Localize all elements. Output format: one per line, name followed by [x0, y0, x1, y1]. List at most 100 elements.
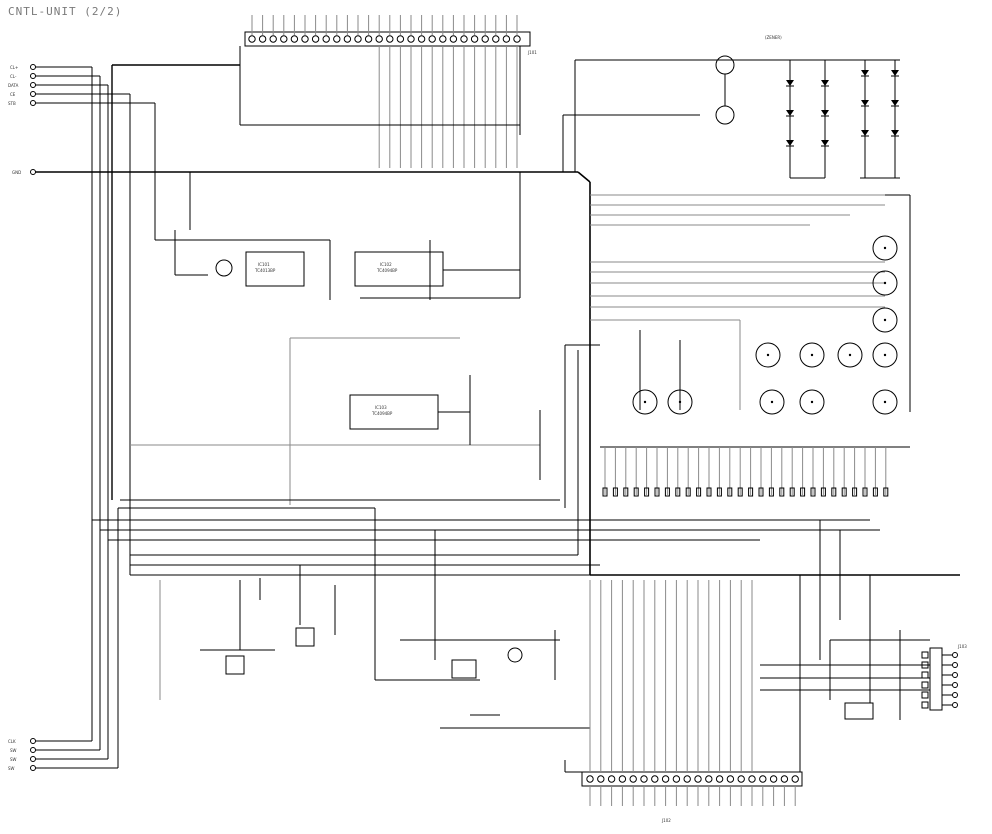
- connector-pin: [513, 35, 521, 43]
- left-terminal-label: SW: [10, 757, 17, 762]
- top-connector-j101: J101: [239, 15, 537, 168]
- ic-part: TC4094BP: [376, 268, 398, 273]
- diode-symbol: [921, 651, 929, 659]
- left-terminal-label: CE: [10, 92, 16, 97]
- resistor-body: [675, 487, 681, 497]
- led-symbol: [821, 110, 829, 116]
- connector-pin: [952, 702, 958, 708]
- connector-pin: [386, 35, 394, 43]
- resistor-body: [800, 487, 806, 497]
- connector-pin: [661, 775, 670, 783]
- ic-part: TC4013BP: [254, 268, 276, 273]
- resistor-body: [727, 487, 733, 497]
- bottom-middle-circuit: [375, 530, 590, 729]
- left-vertical-bus: [91, 64, 240, 768]
- connector-pin: [449, 35, 458, 43]
- resistor-body: [716, 487, 722, 497]
- left-terminal-label: CL+: [10, 65, 18, 70]
- left-terminal: CL+: [10, 64, 92, 70]
- connector-pin: [952, 682, 958, 688]
- switch-ring: [872, 389, 898, 415]
- connector-pin: [333, 35, 341, 43]
- left-terminal: CL-: [10, 73, 100, 79]
- led-symbol: [861, 100, 869, 106]
- switch-center: [810, 400, 814, 404]
- connector-pin: [407, 35, 415, 43]
- left-terminal-block-top: CL+ CL- DATA CE STB: [8, 64, 155, 106]
- left-terminal: CE: [10, 91, 130, 97]
- switch-ring: [755, 342, 781, 368]
- switch-matrix: [590, 194, 911, 448]
- connector-pin: [492, 35, 500, 43]
- switch-ring: [799, 389, 825, 415]
- switch-center: [643, 400, 647, 404]
- connector-pin: [683, 775, 691, 783]
- connector-label: J102: [661, 818, 671, 823]
- connector-pin: [640, 775, 648, 783]
- ic-block-ic102: IC102 TC4094BP: [354, 251, 444, 287]
- top-right-section: (ZENER): [670, 35, 900, 179]
- led-symbol: [861, 130, 869, 136]
- switch-center: [848, 353, 852, 357]
- ic-symbol: [844, 702, 874, 720]
- switch-center: [883, 318, 887, 322]
- ic-part: TC4094BP: [371, 411, 393, 416]
- connector-pin: [460, 35, 468, 43]
- connector-pin: [322, 35, 330, 43]
- connector-pin: [258, 35, 267, 43]
- connector-pin: [952, 662, 958, 668]
- switch-ring: [872, 270, 898, 296]
- led-symbol: [786, 140, 794, 146]
- connector-pin: [439, 35, 447, 43]
- resistor-body: [768, 487, 774, 497]
- resistor-body: [789, 487, 795, 497]
- connector-pin: [791, 775, 799, 783]
- connector-pin: [428, 35, 436, 43]
- connector-pin: [952, 652, 958, 658]
- connector-pin: [269, 35, 277, 43]
- connector-pin: [417, 35, 426, 43]
- switch-center: [883, 246, 887, 250]
- switch-ring: [872, 307, 898, 333]
- switch-ring: [799, 342, 825, 368]
- connector-pin: [618, 775, 627, 783]
- connector-pin: [597, 775, 605, 783]
- led-symbol: [891, 70, 899, 76]
- connector-pin: [396, 35, 405, 43]
- connector-pin: [737, 775, 745, 783]
- switch-ring: [667, 389, 693, 415]
- resistor-body: [872, 487, 878, 497]
- left-terminal-label: STB: [8, 101, 16, 106]
- connector-pin: [364, 35, 373, 43]
- resistor-body: [737, 487, 743, 497]
- connector-label: J101: [527, 50, 537, 55]
- led-symbol: [891, 100, 899, 106]
- section-label: (ZENER): [765, 35, 782, 40]
- resistor-body: [831, 487, 837, 497]
- resistor-body: [706, 487, 712, 497]
- photo-coupler-symbol: [225, 655, 245, 675]
- left-terminal: SW: [8, 765, 118, 771]
- diode-symbol: [921, 691, 929, 699]
- connector-pin: [502, 35, 511, 43]
- connector-pin: [705, 775, 713, 783]
- switch-center: [766, 353, 770, 357]
- right-connector-j103: J103: [760, 575, 967, 720]
- resistor-body: [748, 487, 754, 497]
- ic-block-ic101: IC101 TC4013BP: [245, 251, 305, 287]
- ic-ref: IC101: [258, 262, 270, 267]
- resistor-body: [633, 487, 639, 497]
- switch-center: [883, 400, 887, 404]
- left-terminal-label: SW: [10, 748, 17, 753]
- connector-pin: [748, 775, 756, 783]
- ic-ref: IC102: [380, 262, 392, 267]
- connector-pin: [715, 775, 724, 783]
- led-symbol: [821, 80, 829, 86]
- connector-pin: [586, 775, 594, 783]
- left-terminal: SW: [10, 756, 108, 762]
- resistor-body: [644, 487, 650, 497]
- resistor-body: [779, 487, 785, 497]
- led-symbol: [891, 130, 899, 136]
- ic-wiring: [130, 172, 540, 505]
